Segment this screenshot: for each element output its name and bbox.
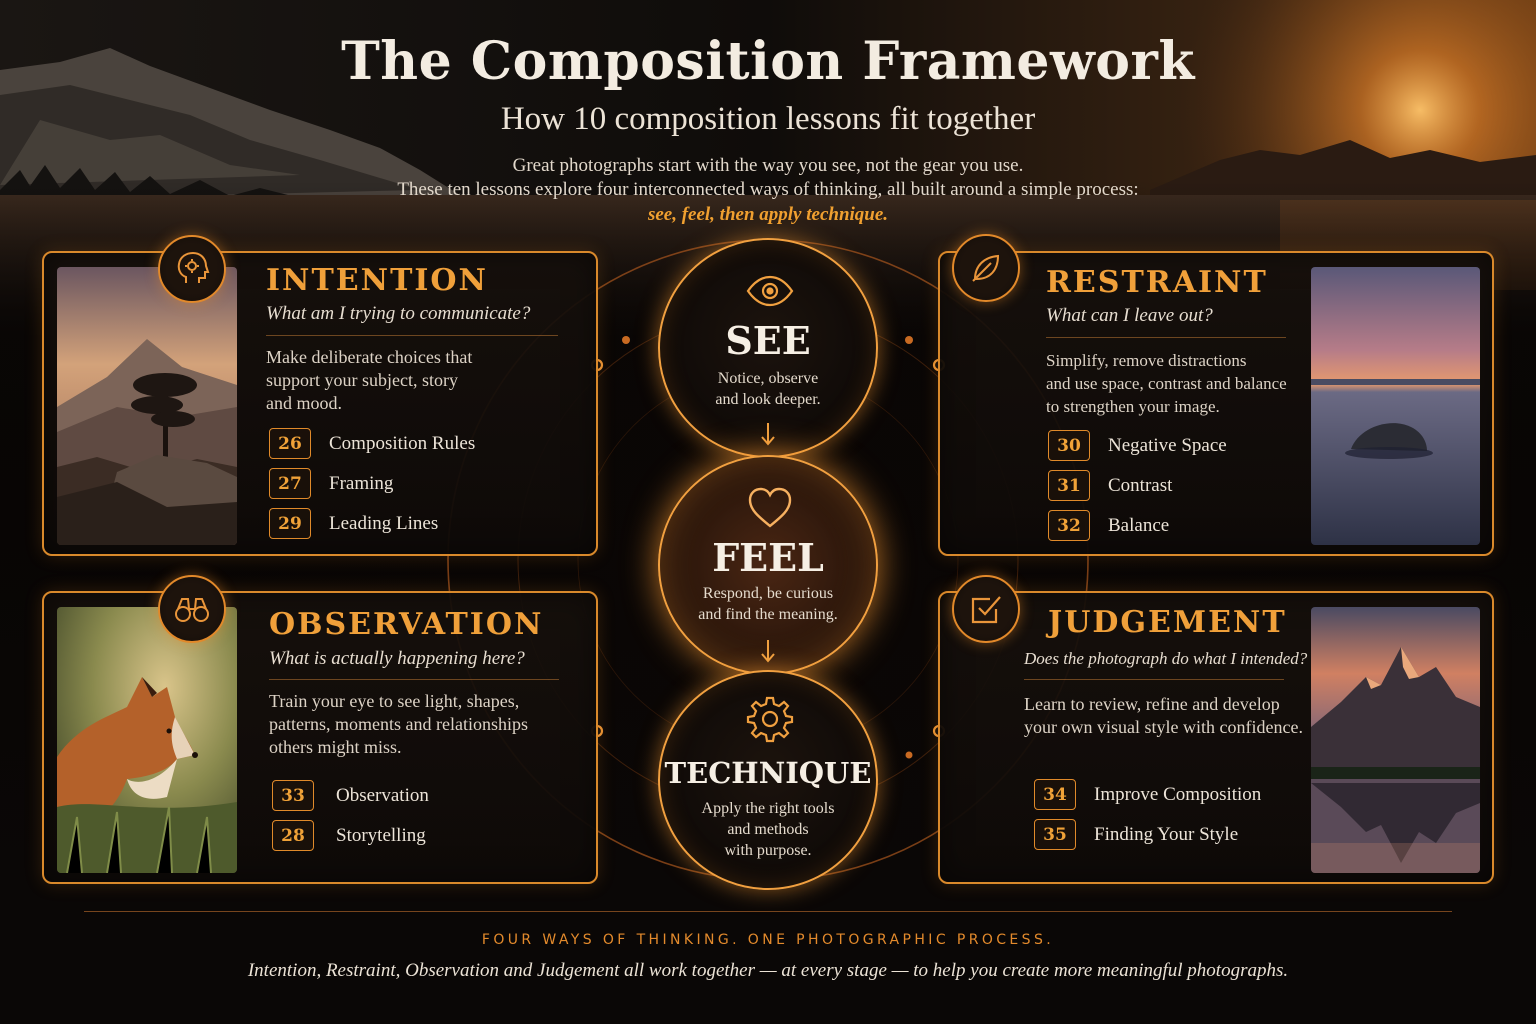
see-circle: SEE Notice, observe and look deeper. (658, 238, 878, 458)
binoculars-icon (158, 575, 226, 643)
lesson-label: Leading Lines (329, 512, 439, 534)
lesson-number: 34 (1034, 779, 1076, 810)
footer-tagline: FOUR WAYS OF THINKING. ONE PHOTOGRAPHIC … (481, 932, 1055, 948)
header: The Composition Framework How 10 composi… (0, 30, 1536, 228)
lesson-number: 32 (1048, 510, 1090, 541)
intention-title: INTENTION (266, 263, 488, 298)
lesson-label: Finding Your Style (1094, 823, 1239, 845)
technique-circle: TECHNIQUE Apply the right tools and meth… (658, 670, 878, 890)
lesson-number: 35 (1034, 819, 1076, 850)
lesson-label: Contrast (1108, 474, 1173, 496)
lesson-item[interactable]: 30 Negative Space (1048, 430, 1227, 461)
judgement-lessons: 34 Improve Composition 35 Finding Your S… (1034, 779, 1261, 859)
gear-icon (746, 696, 794, 743)
restraint-description: Simplify, remove distractions and use sp… (1046, 351, 1287, 416)
footer-summary: Intention, Restraint, Observation and Ju… (247, 960, 1289, 981)
intro-text: Great photographs start with the way you… (0, 154, 1536, 202)
observation-description: Train your eye to see light, shapes, pat… (269, 691, 528, 757)
lesson-item[interactable]: 28 Storytelling (272, 820, 429, 851)
restraint-title: RESTRAINT (1046, 265, 1268, 300)
lesson-item[interactable]: 27 Framing (269, 468, 475, 499)
judgement-card: JUDGEMENT Does the photograph do what I … (938, 591, 1494, 884)
lesson-item[interactable]: 33 Observation (272, 780, 429, 811)
footer-divider (84, 911, 1452, 912)
intro-line-2: These ten lessons explore four interconn… (397, 179, 1139, 200)
lesson-number: 27 (269, 468, 311, 499)
judgement-question: Does the photograph do what I intended? (1024, 649, 1308, 668)
lesson-item[interactable]: 29 Leading Lines (269, 508, 475, 539)
page-subtitle: How 10 composition lessons fit together (500, 101, 1036, 137)
lesson-item[interactable]: 26 Composition Rules (269, 428, 475, 459)
restraint-lessons: 30 Negative Space 31 Contrast 32 Balance (1048, 430, 1227, 550)
lesson-number: 31 (1048, 470, 1090, 501)
lesson-label: Composition Rules (329, 432, 476, 454)
observation-question: What is actually happening here? (269, 648, 525, 669)
restraint-card: RESTRAINT What can I leave out? Simplify… (938, 251, 1494, 556)
lesson-item[interactable]: 32 Balance (1048, 510, 1227, 541)
lesson-label: Framing (329, 472, 394, 494)
feel-title: FEEL (712, 535, 824, 580)
intro-line-1: Great photographs start with the way you… (512, 155, 1024, 176)
mountain-tree-photo (57, 267, 237, 545)
lesson-item[interactable]: 34 Improve Composition (1034, 779, 1261, 810)
judgement-title: JUDGEMENT (1048, 605, 1287, 640)
observation-lessons: 33 Observation 28 Storytelling (272, 780, 429, 860)
eye-icon (746, 275, 794, 307)
leaf-icon (952, 234, 1020, 302)
judgement-divider (1024, 679, 1284, 680)
arrow-down-icon (761, 423, 775, 446)
head-gears-icon (158, 235, 226, 303)
observation-divider (269, 679, 559, 680)
restraint-question: What can I leave out? (1046, 305, 1213, 326)
page-title: The Composition Framework (341, 31, 1195, 92)
lesson-number: 30 (1048, 430, 1090, 461)
restraint-divider (1046, 337, 1286, 338)
heart-icon (748, 487, 792, 528)
lake-rock-photo (1311, 267, 1480, 545)
lesson-number: 33 (272, 780, 314, 811)
lesson-label: Balance (1108, 514, 1170, 536)
technique-description: Apply the right tools and methods with p… (701, 800, 835, 859)
lesson-number: 26 (269, 428, 311, 459)
lesson-number: 28 (272, 820, 314, 851)
fox-photo (57, 607, 237, 873)
observation-card: OBSERVATION What is actually happening h… (42, 591, 598, 884)
judgement-description: Learn to review, refine and develop your… (1024, 694, 1303, 737)
see-description: Notice, observe and look deeper. (715, 370, 821, 408)
intention-lessons: 26 Composition Rules 27 Framing 29 Leadi… (269, 428, 475, 548)
intention-card: INTENTION What am I trying to communicat… (42, 251, 598, 556)
feel-description: Respond, be curious and find the meaning… (698, 585, 838, 623)
see-title: SEE (725, 318, 811, 363)
observation-title: OBSERVATION (269, 607, 544, 642)
intention-description: Make deliberate choices that support you… (266, 347, 473, 413)
mountain-reflection-photo (1311, 607, 1480, 873)
lesson-item[interactable]: 31 Contrast (1048, 470, 1227, 501)
checkbox-icon (952, 575, 1020, 643)
intention-question: What am I trying to communicate? (266, 303, 531, 324)
intro-accent: see, feel, then apply technique. (647, 204, 889, 225)
lesson-label: Storytelling (336, 824, 426, 846)
lesson-item[interactable]: 35 Finding Your Style (1034, 819, 1261, 850)
intention-divider (266, 335, 558, 336)
lesson-label: Improve Composition (1094, 783, 1262, 805)
lesson-label: Negative Space (1108, 434, 1227, 456)
technique-title: TECHNIQUE (664, 756, 872, 790)
lesson-number: 29 (269, 508, 311, 539)
lesson-label: Observation (336, 784, 429, 806)
arrow-down-icon (761, 640, 775, 663)
